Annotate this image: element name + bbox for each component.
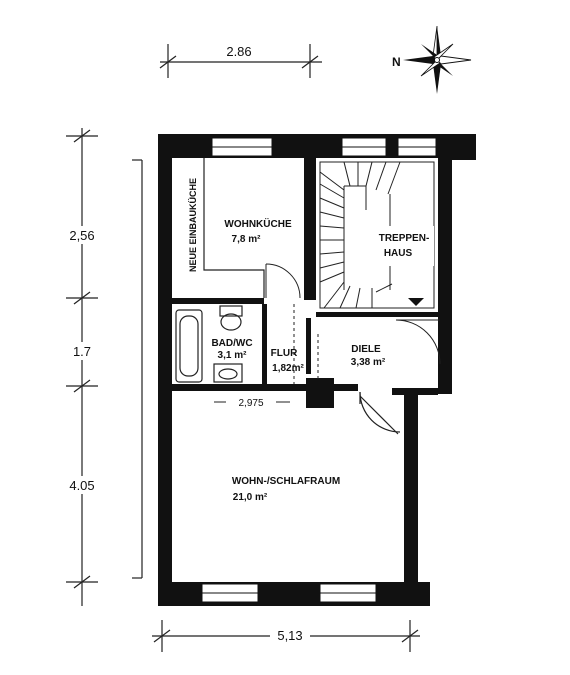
- flur-opening: [293, 304, 319, 384]
- bath-name: BAD/WC: [211, 338, 252, 349]
- bath-area: 3,1 m²: [218, 350, 248, 361]
- living-area: 21,0 m²: [233, 492, 268, 503]
- dimension-left-middle-label: 1.7: [73, 344, 91, 359]
- toilet: [219, 305, 243, 331]
- window-stairs-2: [397, 137, 437, 157]
- window-living-right: [319, 583, 377, 603]
- bathtub: [175, 309, 203, 383]
- staircase: [319, 161, 435, 309]
- dimension-inner-label: 2,975: [238, 398, 263, 409]
- kitchen-area: 7,8 m²: [232, 234, 262, 245]
- dimension-top-label: 2.86: [226, 44, 251, 59]
- kitchen-counter: [203, 158, 265, 298]
- diele-area: 3,38 m²: [351, 357, 386, 368]
- dimension-bottom-label: 5,13: [277, 628, 302, 643]
- kitchen-door: [265, 263, 301, 299]
- stairs-name-line1: TREPPEN-: [379, 233, 430, 244]
- interior-walls: [172, 158, 438, 408]
- diele-entry-door: [395, 319, 441, 365]
- compass-rose-icon: [403, 25, 472, 94]
- stairs-name-line2: HAUS: [384, 248, 413, 259]
- dimension-top: [159, 44, 322, 78]
- living-door: [359, 391, 401, 435]
- dimension-left: [66, 128, 143, 606]
- diele-name: DIELE: [351, 344, 381, 355]
- stairs-label-bg: [372, 226, 434, 266]
- window-living-left: [201, 583, 259, 603]
- dimension-left-bottom-label: 4.05: [69, 478, 94, 493]
- hall-name: FLUR: [271, 348, 298, 359]
- window-kitchen: [211, 137, 273, 157]
- outer-walls: [158, 134, 476, 606]
- outer-wall-corner: [452, 134, 476, 160]
- compass-north-label: N: [392, 55, 401, 69]
- living-name: WOHN-/SCHLAFRAUM: [232, 476, 340, 487]
- stair-down-arrow-icon: [408, 298, 424, 306]
- window-stairs: [341, 137, 387, 157]
- dimension-left-top-label: 2,56: [69, 228, 94, 243]
- kitchen-name: WOHNKÜCHE: [224, 217, 292, 230]
- washbasin: [213, 363, 243, 383]
- kitchen-note: NEUE EINBAUKÜCHE: [188, 178, 198, 272]
- hall-area: 1,82m²: [272, 363, 304, 374]
